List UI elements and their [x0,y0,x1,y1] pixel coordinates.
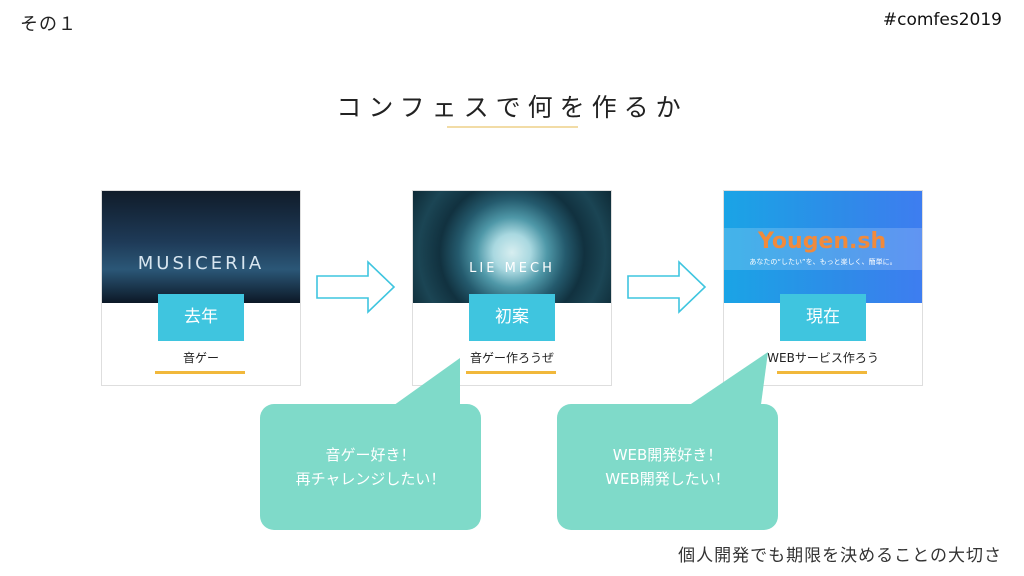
bubble-line-1: WEB開発好き！ [612,446,723,464]
bubble-line-1: 音ゲー好き！ [325,446,416,464]
caption-underline [155,371,245,374]
bubble-line-2: 再チャレンジしたい！ [295,470,446,488]
card-last-year: MUSICERIA 去年 音ゲー [101,190,301,386]
musiceria-image: MUSICERIA [102,191,300,303]
caption-underline [777,371,867,374]
caption-last-year: 音ゲー [182,351,219,365]
yougen-logo-text: Yougen.sh [758,229,887,254]
badge-last-year: 去年 [158,294,244,341]
badge-first-plan: 初案 [469,294,555,341]
slide-number-label: その１ [20,14,77,35]
card-current: Yougen.sh あなたの“したい”を、もっと楽しく、簡単に。 現在 WEBサ… [723,190,923,386]
badge-current: 現在 [780,294,866,341]
yougen-banner-band [724,228,922,270]
bubble-line-2: WEB開発したい！ [605,470,730,488]
slide-title: コンフェスで何を作るか [336,93,688,122]
right-arrow-icon [627,260,707,314]
speech-bubble-web: WEB開発好き！ WEB開発したい！ [557,404,778,530]
water-swirl-image: LIE MECH [413,191,611,303]
yougen-image: Yougen.sh あなたの“したい”を、もっと楽しく、簡単に。 [724,191,922,303]
hashtag-label: #comfes2019 [882,10,1002,30]
musiceria-logo-text: MUSICERIA [137,253,265,274]
caption-first-plan: 音ゲー作ろうぜ [469,351,554,365]
footer-note: 個人開発でも期限を決めることの大切さ [678,546,1002,566]
yougen-tagline: あなたの“したい”を、もっと楽しく、簡単に。 [749,258,897,266]
caption-current: WEBサービス作ろう [767,351,879,365]
speech-bubble-music: 音ゲー好き！ 再チャレンジしたい！ [260,404,481,530]
card-first-plan: LIE MECH 初案 音ゲー作ろうぜ [412,190,612,386]
lie-mech-logo-text: LIE MECH [469,261,555,276]
title-underline [447,126,578,128]
caption-underline [466,371,556,374]
right-arrow-icon [316,260,396,314]
